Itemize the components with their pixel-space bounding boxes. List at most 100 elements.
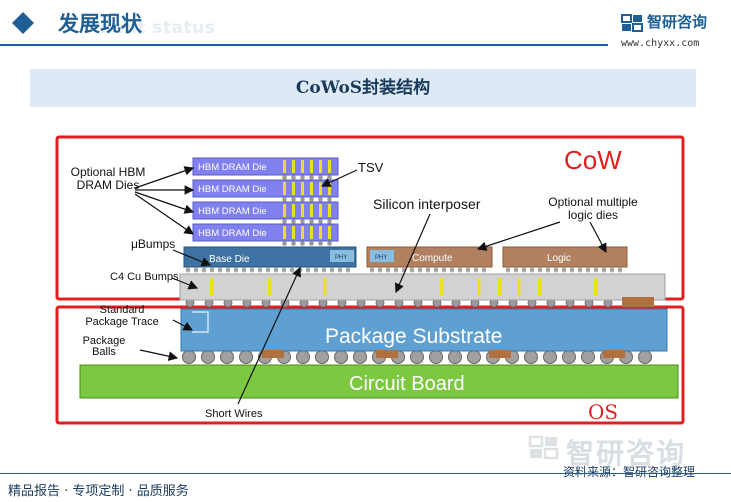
logic-label: Logic — [547, 253, 571, 264]
microbump — [521, 267, 527, 273]
interposer-tsv — [477, 278, 481, 296]
watermark-text: 智研咨询 — [566, 437, 687, 470]
tsv — [328, 160, 331, 173]
microbump — [529, 267, 535, 273]
microbump — [217, 267, 223, 273]
substrate-label: Package Substrate — [325, 325, 502, 348]
phy-block — [330, 250, 354, 262]
footer-slogan: 精品报告 · 专项定制 · 品质服务 — [8, 484, 189, 499]
footer-divider — [0, 473, 731, 474]
hbm-dram-die-label: HBM DRAM Die — [198, 184, 267, 195]
microbump — [291, 197, 296, 202]
tsv — [310, 182, 313, 195]
tsv — [328, 204, 331, 217]
package-ball — [581, 350, 595, 364]
microbump — [553, 267, 559, 273]
package-ball — [467, 350, 481, 364]
circuit-board — [79, 364, 679, 399]
tsv — [283, 182, 286, 195]
hbm-dram-die-label: HBM DRAM Die — [198, 162, 267, 173]
source-note: 资料来源：智研咨询整理 — [563, 465, 696, 479]
package-ball — [296, 350, 310, 364]
microbump — [201, 267, 207, 273]
cow-label: CoW — [564, 145, 622, 175]
microbump — [300, 219, 305, 224]
ann-tsv: TSV — [358, 160, 384, 175]
base-die — [183, 246, 357, 268]
interposer-tsv — [498, 278, 502, 296]
tsv — [328, 226, 331, 239]
microbump — [300, 197, 305, 202]
hbm-dram-die-label: HBM DRAM Die — [198, 206, 267, 217]
microbump — [291, 219, 296, 224]
os-label: OS — [588, 400, 618, 424]
microbump — [233, 267, 239, 273]
brand-name: 智研咨询 — [647, 13, 708, 31]
package-ball — [448, 350, 462, 364]
microbump — [281, 267, 287, 273]
microbump — [282, 175, 287, 180]
microbump — [273, 267, 279, 273]
microbump — [282, 197, 287, 202]
microbump — [300, 241, 305, 246]
microbump — [441, 267, 447, 273]
microbump — [329, 267, 335, 273]
package-ball — [429, 350, 443, 364]
interposer-tsv — [268, 278, 272, 296]
microbump — [309, 197, 314, 202]
ann-interposer: Silicon interposer — [373, 196, 481, 212]
package-ball — [315, 350, 329, 364]
ann-ubumps: μBumps — [131, 237, 175, 251]
microbump — [309, 175, 314, 180]
tsv — [283, 226, 286, 239]
microbump — [300, 175, 305, 180]
microbump — [241, 267, 247, 273]
microbump — [417, 267, 423, 273]
microbump — [505, 267, 511, 273]
tsv — [319, 160, 322, 173]
microbump — [289, 267, 295, 273]
brand-logo-icon — [621, 14, 643, 32]
package-ball — [182, 350, 196, 364]
microbump — [385, 267, 391, 273]
microbump — [425, 267, 431, 273]
interposer-tsv — [210, 278, 214, 296]
tsv — [292, 226, 295, 239]
tsv — [283, 204, 286, 217]
interposer-tsv — [538, 278, 542, 296]
microbump — [337, 267, 343, 273]
microbump — [305, 267, 311, 273]
microbump — [225, 267, 231, 273]
microbump — [393, 267, 399, 273]
microbump — [601, 267, 607, 273]
brand-url[interactable]: www.chyxx.com — [621, 38, 700, 49]
hbm-dram-die-label: HBM DRAM Die — [198, 228, 267, 239]
phy-label: PHY — [335, 255, 347, 261]
tsv — [301, 226, 304, 239]
tsv — [292, 160, 295, 173]
package-ball — [239, 350, 253, 364]
os-frame — [55, 305, 685, 425]
compute-die — [366, 246, 493, 268]
package-ball — [201, 350, 215, 364]
tsv — [301, 182, 304, 195]
microbump — [209, 267, 215, 273]
microbump — [409, 267, 415, 273]
interposer-tsv — [517, 278, 521, 296]
microbump — [313, 267, 319, 273]
package-ball — [638, 350, 652, 364]
microbump — [185, 267, 191, 273]
tsv — [292, 204, 295, 217]
silicon-interposer — [179, 273, 666, 301]
diagram-title: CoWoS封装结构 — [295, 78, 431, 98]
compute-label: Compute — [412, 253, 453, 264]
microbump — [257, 267, 263, 273]
microbump — [249, 267, 255, 273]
tsv — [310, 204, 313, 217]
microbump — [569, 267, 575, 273]
microbump — [609, 267, 615, 273]
microbump — [309, 219, 314, 224]
